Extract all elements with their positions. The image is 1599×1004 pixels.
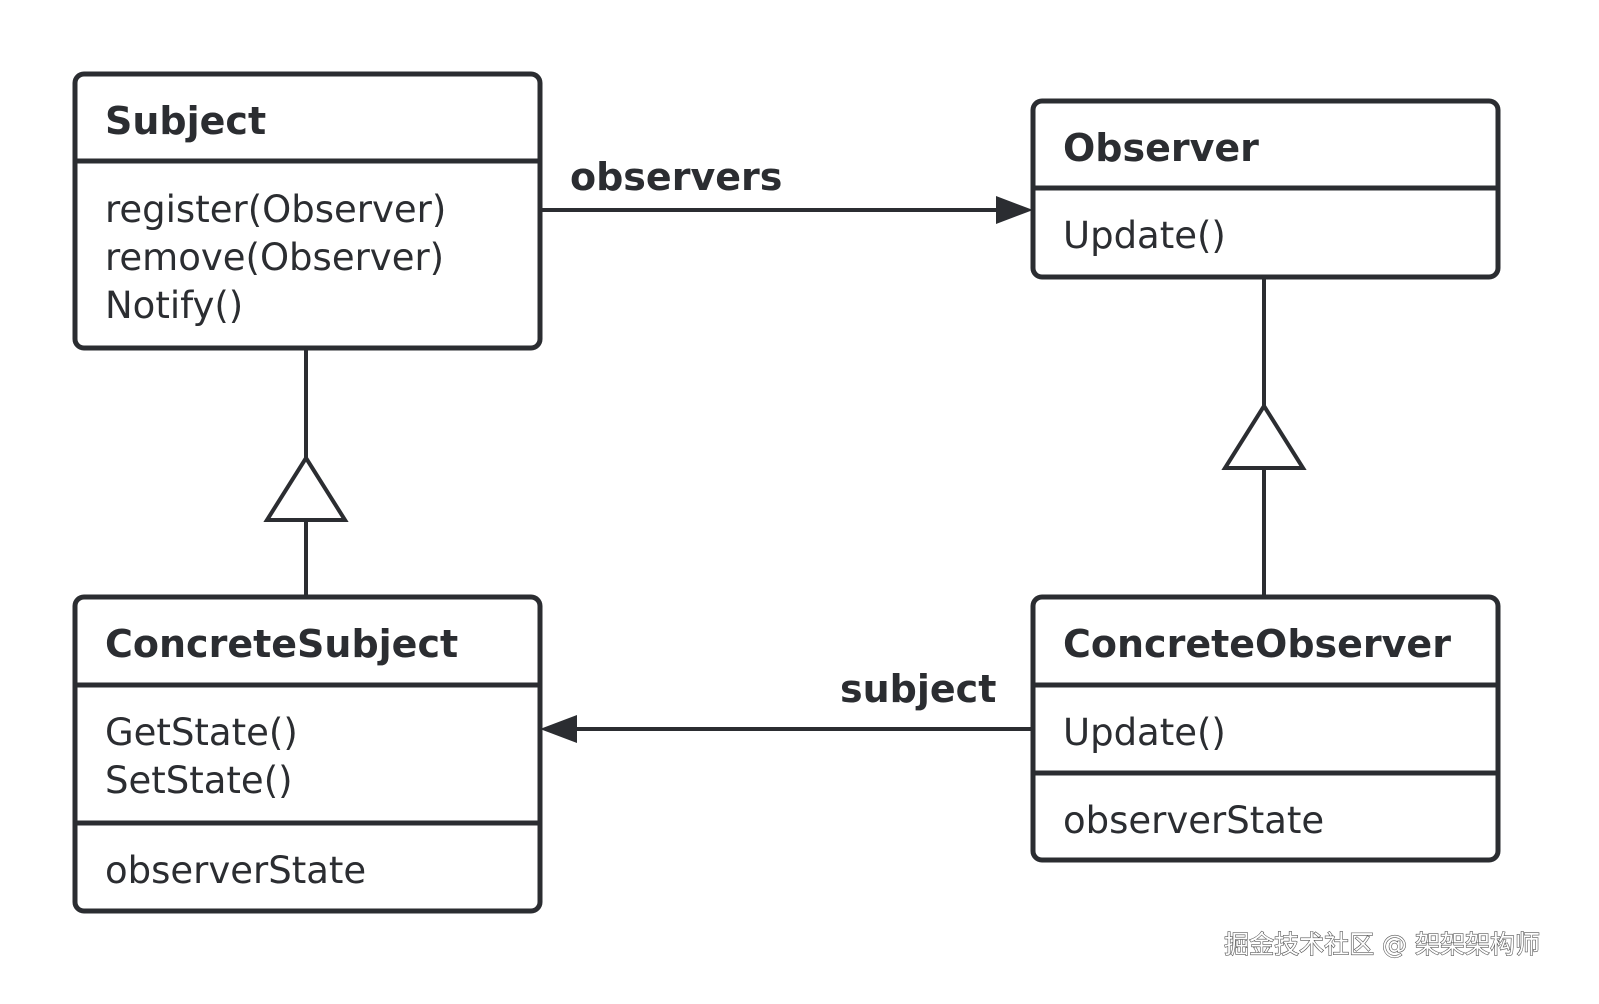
class-observer-method-update: Update() (1063, 214, 1226, 257)
class-subject-method-register: register(Observer) (105, 188, 446, 231)
class-subject-method-notify: Notify() (105, 284, 243, 327)
class-concrete-observer-method-update: Update() (1063, 711, 1226, 754)
association-observers-arrowhead (996, 196, 1033, 224)
class-subject: Subject register(Observer) remove(Observ… (72, 71, 543, 351)
generalization-observer-triangle-icon (1221, 402, 1307, 470)
class-observer-name: Observer (1063, 126, 1259, 170)
association-observers-label: observers (570, 155, 782, 199)
class-concrete-subject-name: ConcreteSubject (105, 622, 458, 666)
class-concrete-observer-attribute-observerstate: observerState (1063, 799, 1324, 842)
class-concrete-subject-attribute-observerstate: observerState (105, 849, 366, 892)
class-subject-method-remove: remove(Observer) (105, 236, 444, 279)
class-observer: Observer Update() (1030, 98, 1501, 280)
association-observers: observers (540, 155, 1033, 224)
generalization-concrete-observer-to-observer (1221, 277, 1307, 597)
watermark: 掘金技术社区 @ 架架架构师 (1224, 930, 1540, 959)
class-concrete-observer: ConcreteObserver Update() observerState (1030, 594, 1501, 863)
association-subject-label: subject (840, 667, 996, 711)
class-concrete-subject-method-setstate: SetState() (105, 759, 293, 802)
generalization-concrete-subject-to-subject (263, 348, 349, 597)
association-subject-arrowhead (540, 715, 577, 743)
class-concrete-subject: ConcreteSubject GetState() SetState() ob… (72, 594, 543, 914)
class-subject-name: Subject (105, 99, 266, 143)
class-concrete-subject-method-getstate: GetState() (105, 711, 298, 754)
class-concrete-observer-name: ConcreteObserver (1063, 622, 1451, 666)
association-subject: subject (540, 667, 1033, 743)
generalization-subject-triangle-icon (263, 454, 349, 522)
